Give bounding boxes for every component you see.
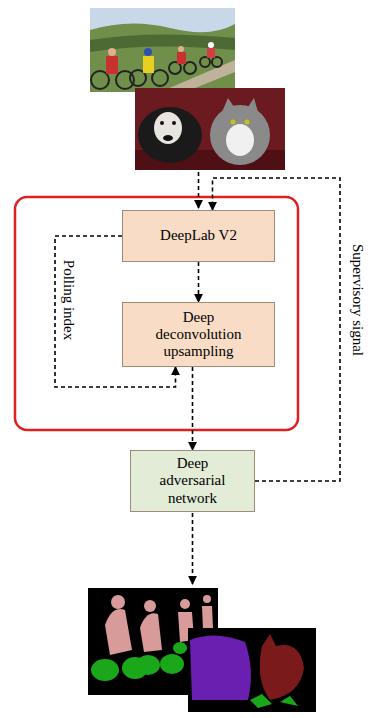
- pet-photo: [135, 88, 285, 170]
- edge-label: Polling index: [61, 258, 78, 342]
- input-arrow: [198, 172, 200, 208]
- box-label: Deep deconvolution upsampling: [145, 309, 253, 361]
- box-label: Deep adversarial network: [143, 455, 243, 507]
- box-label: DeepLab V2: [160, 227, 237, 244]
- output-arrow: [192, 513, 194, 584]
- module-frame: [15, 197, 298, 430]
- process-box: DeepLab V2: [122, 210, 275, 262]
- process-box: Deep deconvolution upsampling: [122, 302, 275, 367]
- dashed-arrow: [198, 262, 200, 302]
- edge-label: Supervisory signal: [350, 242, 367, 358]
- segmentation-output: [188, 628, 316, 712]
- dashed-arrow: [192, 367, 194, 450]
- process-box: Deep adversarial network: [130, 450, 255, 512]
- bike-photo: [90, 8, 235, 92]
